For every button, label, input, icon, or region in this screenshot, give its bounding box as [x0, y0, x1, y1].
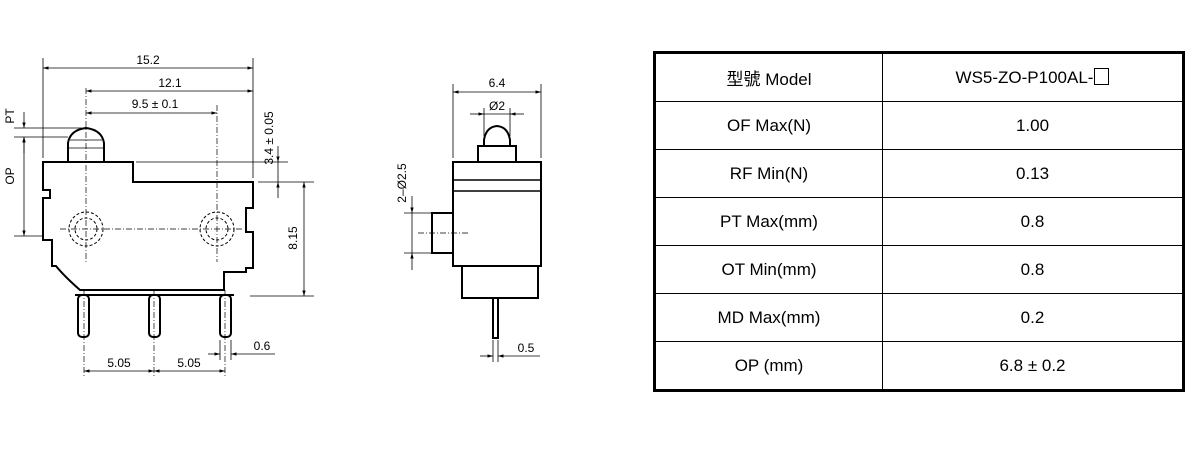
- spec-value: 0.13: [882, 149, 1184, 198]
- front-pin-middle: [148, 294, 161, 338]
- technical-drawing: 15.2 12.1 9.5 ± 0.1 PT OP 3.4 ± 0.05 8.1…: [3, 53, 542, 378]
- spec-row-pt: PT Max(mm) 0.8: [654, 197, 1184, 246]
- dim-pin-pitch-1: 5.05: [107, 356, 131, 370]
- front-body: [42, 161, 254, 291]
- spec-row-ot: OT Min(mm) 0.8: [654, 245, 1184, 294]
- side-view: 6.4 Ø2 2–Ø2.5 0.5: [395, 76, 542, 362]
- spec-label: RF Min(N): [654, 149, 883, 198]
- spec-value-text: WS5-ZO-P100AL-: [955, 67, 1094, 87]
- dim-body-top-height: 3.4 ± 0.05: [262, 111, 276, 165]
- spec-table: 型號 Model WS5-ZO-P100AL- OF Max(N) 1.00 R…: [653, 51, 1185, 392]
- front-pin-left: [77, 294, 90, 338]
- front-pin-right: [219, 294, 232, 338]
- dim-hole-span: 12.1: [158, 76, 182, 90]
- placeholder-box-icon: [1094, 67, 1110, 85]
- spec-row-op: OP (mm) 6.8 ± 0.2: [654, 341, 1184, 391]
- spec-label: OF Max(N): [654, 101, 883, 150]
- dim-overall-width: 15.2: [136, 53, 160, 67]
- spec-label: OP (mm): [654, 341, 883, 391]
- spec-row-model: 型號 Model WS5-ZO-P100AL-: [654, 52, 1184, 102]
- spec-value: 1.00: [882, 101, 1184, 150]
- spec-value: 0.8: [882, 197, 1184, 246]
- dim-side-width: 6.4: [489, 76, 506, 90]
- spec-label: PT Max(mm): [654, 197, 883, 246]
- dim-pin-thickness: 0.5: [518, 341, 535, 355]
- dim-actuator-offset: 9.5 ± 0.1: [132, 97, 179, 111]
- dim-hole-diameter: 2–Ø2.5: [395, 163, 409, 203]
- spec-label: 型號 Model: [654, 52, 883, 102]
- spec-row-md: MD Max(mm) 0.2: [654, 293, 1184, 342]
- dim-pin-width: 0.6: [254, 339, 271, 353]
- dim-pt-label: PT: [3, 108, 17, 124]
- spec-label: MD Max(mm): [654, 293, 883, 342]
- dim-pin-pitch-2: 5.05: [177, 356, 201, 370]
- dim-actuator-diameter: Ø2: [489, 99, 505, 113]
- spec-value: WS5-ZO-P100AL-: [882, 52, 1184, 102]
- dim-body-height: 8.15: [286, 226, 300, 250]
- spec-row-rf: RF Min(N) 0.13: [654, 149, 1184, 198]
- side-pin: [492, 297, 499, 339]
- spec-row-of: OF Max(N) 1.00: [654, 101, 1184, 150]
- front-view: 15.2 12.1 9.5 ± 0.1 PT OP 3.4 ± 0.05 8.1…: [3, 53, 314, 378]
- spec-label: OT Min(mm): [654, 245, 883, 294]
- dim-op-label: OP: [3, 167, 17, 184]
- side-body: [452, 161, 542, 267]
- spec-value: 6.8 ± 0.2: [882, 341, 1184, 391]
- spec-value: 0.8: [882, 245, 1184, 294]
- spec-value: 0.2: [882, 293, 1184, 342]
